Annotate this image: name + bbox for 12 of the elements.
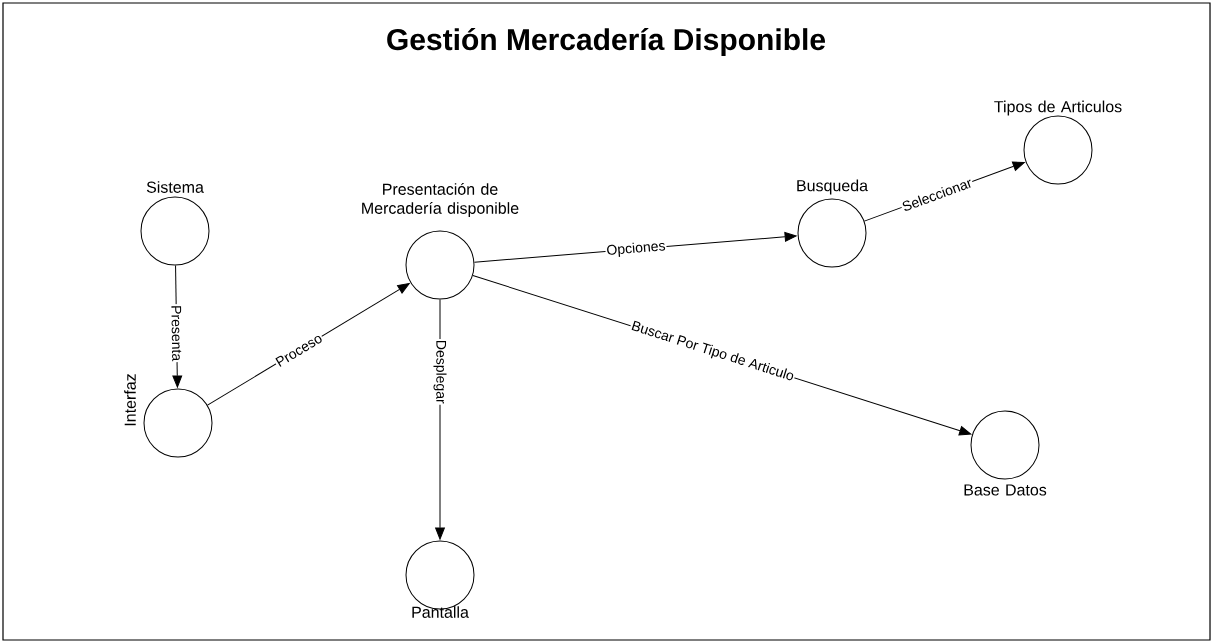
node-label: Busqueda (797, 179, 868, 195)
node-label: Tipos de Articulos (994, 100, 1122, 116)
edge-label: Presenta (170, 304, 183, 363)
title: Gestión Mercadería Disponible (387, 27, 826, 57)
edge-label: Desplegar (432, 338, 448, 405)
node-label: Sistema (146, 181, 204, 193)
node-label: Presentación de Mercadería disponible (362, 182, 519, 218)
node-label: Interfaz (124, 374, 136, 426)
edge-label: Buscar Por Tipo de Articulo (628, 318, 797, 386)
node-label: Pantalla (412, 606, 469, 618)
edge-label: Opciones (604, 239, 668, 259)
node-label: Base Datos (964, 484, 1047, 496)
